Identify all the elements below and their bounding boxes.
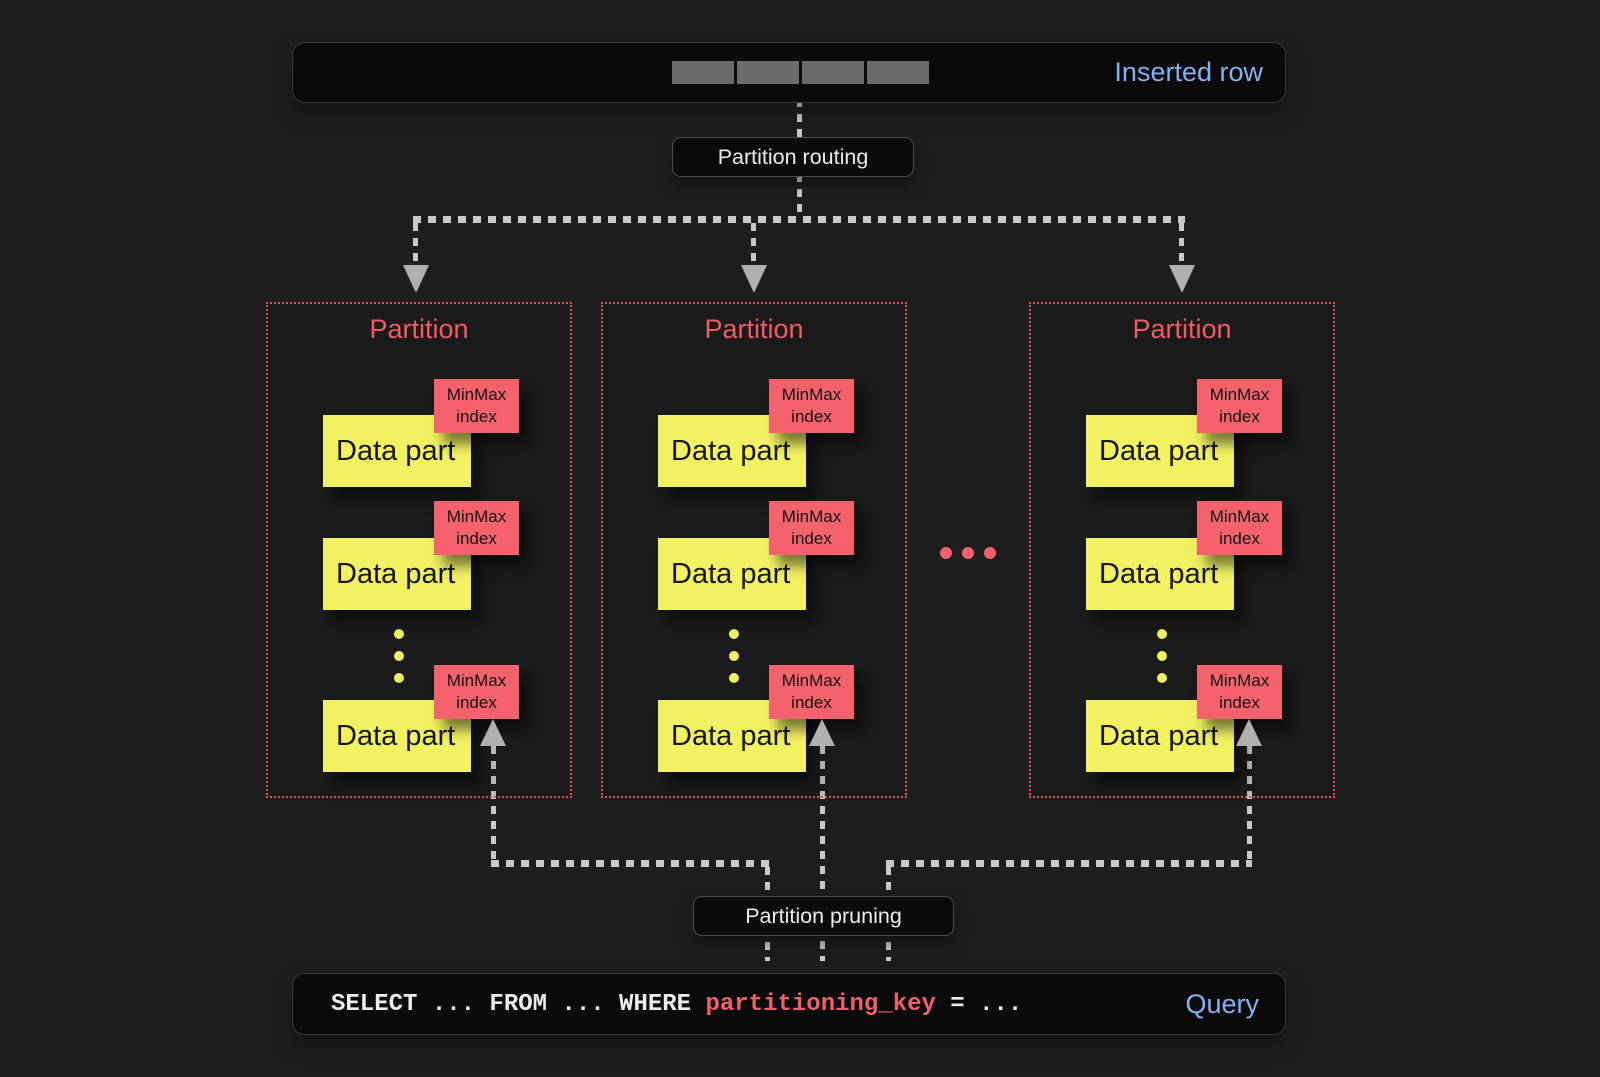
sql-suffix: = ...	[935, 990, 1023, 1018]
sql-prefix: SELECT ... FROM ... WHERE	[331, 990, 706, 1018]
query-box: SELECT ... FROM ... WHERE partitioning_k…	[292, 973, 1286, 1035]
arrow-down-icon	[403, 265, 429, 293]
pruning-riser-right	[1247, 746, 1252, 867]
partition-box-1: Partition MinMax index Data part MinMax …	[266, 302, 572, 798]
row-cell	[802, 61, 864, 84]
pruning-riser-left	[491, 746, 496, 867]
minmax-index-tag: MinMax index	[434, 665, 519, 719]
pruning-riser-center	[820, 746, 825, 961]
partitions-ellipsis-dot	[962, 547, 974, 559]
row-cell	[672, 61, 734, 84]
ellipsis-dot	[394, 673, 404, 683]
row-cells	[672, 61, 929, 84]
minmax-index-tag: MinMax index	[1197, 379, 1282, 433]
partition-box-2: Partition MinMax index Data part MinMax …	[601, 302, 907, 798]
inserted-row-box: Inserted row	[292, 42, 1286, 103]
minmax-index-tag: MinMax index	[1197, 665, 1282, 719]
ellipsis-dot	[394, 651, 404, 661]
routing-drop-right	[1179, 223, 1184, 267]
minmax-index-tag: MinMax index	[769, 379, 854, 433]
data-part-box: Data part	[323, 700, 471, 772]
minmax-index-tag: MinMax index	[1197, 501, 1282, 555]
ellipsis-dot	[1157, 629, 1167, 639]
partition-title: Partition	[369, 314, 469, 344]
sql-statement: SELECT ... FROM ... WHERE partitioning_k…	[331, 974, 1022, 1034]
routing-drop-left	[413, 223, 418, 267]
partitions-ellipsis-dot	[940, 547, 952, 559]
data-part-box: Data part	[1086, 415, 1234, 487]
ellipsis-dot	[729, 673, 739, 683]
routing-branch-line	[413, 216, 1185, 223]
ellipsis-dot	[729, 651, 739, 661]
row-cell	[737, 61, 799, 84]
ellipsis-dot	[729, 629, 739, 639]
pruning-branch-left	[491, 860, 770, 867]
query-label: Query	[1185, 988, 1259, 1019]
partition-title: Partition	[1132, 314, 1232, 344]
partition-title: Partition	[704, 314, 804, 344]
arrow-up-icon	[1236, 719, 1262, 746]
partition-pruning-label: Partition pruning	[693, 896, 954, 936]
ellipsis-dot	[1157, 651, 1167, 661]
pruning-branch-right	[886, 860, 1252, 867]
partition-box-3: Partition MinMax index Data part MinMax …	[1029, 302, 1335, 798]
minmax-index-tag: MinMax index	[769, 665, 854, 719]
row-cell	[867, 61, 929, 84]
partitions-ellipsis-dot	[984, 547, 996, 559]
minmax-index-tag: MinMax index	[434, 501, 519, 555]
arrow-down-icon	[741, 265, 767, 293]
partition-routing-label: Partition routing	[672, 137, 914, 177]
ellipsis-dot	[394, 629, 404, 639]
minmax-index-tag: MinMax index	[769, 501, 854, 555]
routing-drop-center	[751, 223, 756, 267]
arrow-up-icon	[480, 719, 506, 746]
inserted-row-label: Inserted row	[1114, 57, 1263, 87]
ellipsis-dot	[1157, 673, 1167, 683]
arrow-down-icon	[1169, 265, 1195, 293]
sql-partitioning-key: partitioning_key	[705, 990, 936, 1018]
arrow-up-icon	[809, 719, 835, 746]
minmax-index-tag: MinMax index	[434, 379, 519, 433]
